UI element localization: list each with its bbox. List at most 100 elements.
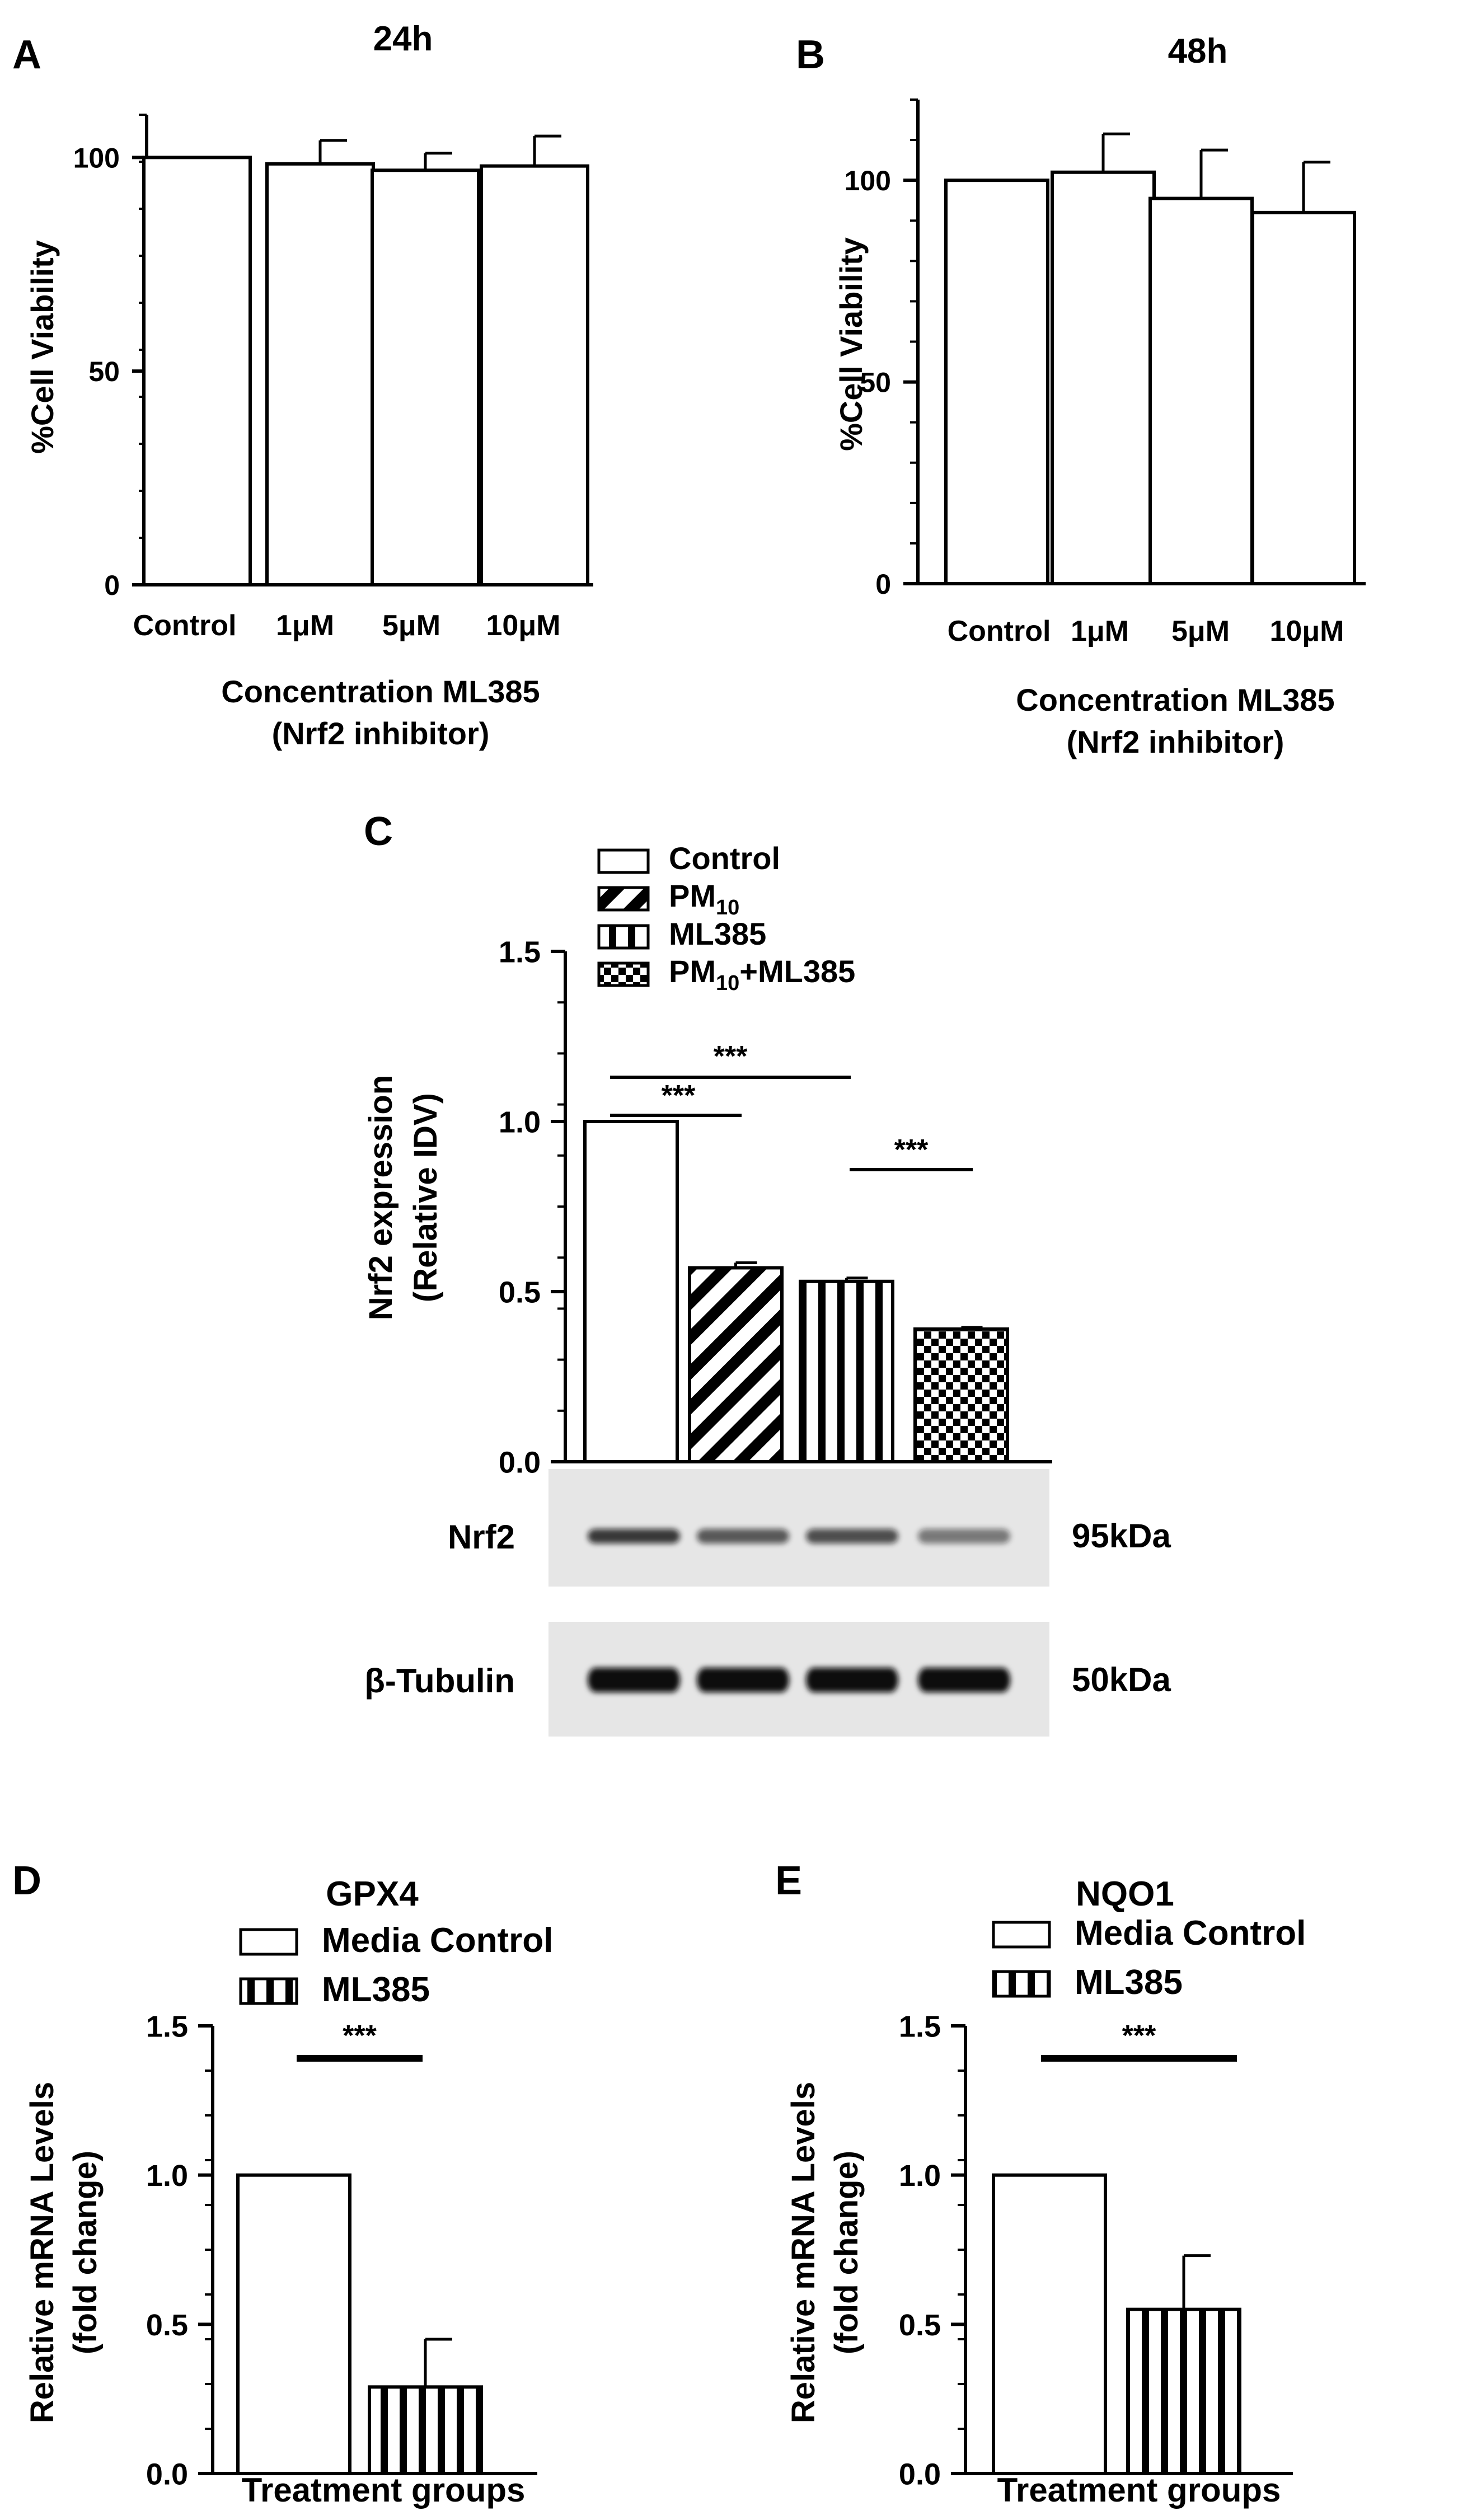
blot-band-0-1 [697, 1529, 789, 1543]
y-tick-label-e: 1.0 [899, 2159, 941, 2193]
legend-label-c-1-base: PM [669, 878, 716, 913]
y-axis-label-b: %Cell Viability [833, 237, 869, 451]
y-tick-label-d: 0.0 [146, 2457, 188, 2491]
panel-letter-e: E [775, 1859, 802, 1903]
legend-label-c-0: Control [669, 841, 780, 876]
xlabel-e: Treatment groups [997, 2471, 1281, 2509]
y-tick-label-b: 100 [845, 165, 891, 196]
y-axis-label-d-line2: (fold change) [67, 2151, 104, 2354]
significance-label-c-0: *** [714, 1040, 748, 1073]
legend-label-c-3: PM10+ML385 [669, 954, 855, 995]
bar-d-0 [236, 2173, 351, 2476]
panel-letter-a: A [12, 32, 41, 77]
blot-row-label-0: Nrf2 [448, 1518, 515, 1556]
legend-swatch-c-3 [597, 961, 650, 987]
chart-title-b: 48h [1168, 32, 1228, 71]
bar-b-2 [1148, 196, 1254, 585]
blot-band-1-0 [588, 1668, 680, 1692]
bar-c-3 [913, 1327, 1009, 1463]
y-tick-label-d: 0.5 [146, 2308, 188, 2342]
panel-letter-c: C [364, 809, 393, 854]
legend-label-c-3-rest: +ML385 [739, 954, 855, 989]
blot-size-label-1: 50kDa [1072, 1661, 1171, 1698]
bar-c-1 [688, 1266, 784, 1463]
blot-membrane-0 [548, 1469, 1049, 1587]
category-label-b-1: 1μM [1071, 615, 1129, 647]
bar-a-0 [142, 156, 252, 586]
legend-label-e-0: Media Control [1075, 1914, 1306, 1953]
bar-b-1 [1051, 170, 1156, 585]
y-axis-label-c-line2: (Relative IDV) [407, 1093, 444, 1302]
blot-row-label-1: β-Tubulin [364, 1662, 515, 1700]
category-label-b-2: 5μM [1171, 615, 1230, 647]
legend-label-d-1: ML385 [322, 1970, 430, 2009]
legend-label-c-0-base: Control [669, 841, 780, 876]
y-tick-label-e: 0.5 [899, 2308, 941, 2342]
legend-label-c-3-sub: 10 [716, 972, 739, 995]
y-tick-label-e: 1.5 [899, 2010, 941, 2043]
chart-title-d: GPX4 [326, 1875, 419, 1913]
category-label-a-2: 5μM [382, 609, 440, 642]
bar-a-1 [265, 162, 375, 586]
y-axis-label-c: Nrf2 expression [363, 1075, 399, 1320]
y-tick-label-b: 50 [860, 367, 891, 398]
significance-d: *** [297, 2020, 423, 2062]
blot-band-1-3 [918, 1668, 1010, 1692]
category-label-a-1: 1μM [276, 609, 334, 642]
y-tick-label-c: 1.5 [499, 935, 541, 969]
bar-b-0 [944, 179, 1049, 585]
y-axis-label-a: %Cell Viability [25, 240, 60, 454]
y-tick-label-e: 0.0 [899, 2457, 941, 2491]
xlabel-a-line2: (Nrf2 inhibitor) [272, 716, 490, 751]
xlabel-b-line1: Concentration ML385 [1016, 682, 1334, 717]
legend-label-c-1-sub: 10 [716, 896, 739, 919]
y-tick-label-d: 1.5 [146, 2010, 188, 2043]
bar-e-0 [992, 2173, 1107, 2476]
legend-swatch-c-1 [597, 886, 650, 912]
legend-swatch-e-0 [992, 1921, 1051, 1949]
y-tick-label-a: 50 [88, 356, 120, 387]
category-label-a-3: 10μM [486, 609, 561, 642]
bar-a-3 [480, 164, 589, 586]
significance-c: *** *** *** [610, 1040, 973, 1171]
legend-swatch-e-1 [992, 1970, 1051, 1998]
legend-label-c-2: ML385 [669, 916, 766, 951]
blot-band-0-3 [918, 1529, 1010, 1543]
legend-swatch-d-1 [239, 1977, 298, 2005]
legend-label-d-0: Media Control [322, 1921, 553, 1960]
legend-label-c-1: PM10 [669, 878, 739, 919]
y-tick-label-d: 1.0 [146, 2159, 188, 2193]
chart-title-e: NQO1 [1076, 1875, 1174, 1913]
y-tick-label-c: 1.0 [499, 1105, 541, 1139]
legend-label-c-2-base: ML385 [669, 916, 766, 951]
y-tick-label-b: 0 [875, 569, 891, 600]
bar-e-1 [1126, 2307, 1241, 2475]
bar-c-0 [583, 1120, 679, 1463]
y-axis-label-d: Relative mRNA Levels [24, 2082, 60, 2423]
significance-label-c-2: *** [894, 1134, 929, 1166]
y-tick-label-c: 0.5 [499, 1275, 541, 1309]
blot-size-label-0: 95kDa [1072, 1517, 1171, 1555]
chart-title-a: 24h [373, 20, 433, 58]
blot-band-1-1 [697, 1668, 789, 1692]
legend-label-c-3-base: PM [669, 954, 716, 989]
blot-band-0-0 [588, 1529, 680, 1543]
blot-band-0-2 [806, 1529, 898, 1543]
significance-label-d: *** [343, 2020, 377, 2052]
significance-label-c-1: *** [662, 1080, 696, 1112]
legend-swatch-d-0 [239, 1928, 298, 1956]
category-label-b-0: Control [948, 615, 1051, 647]
y-axis-label-e: Relative mRNA Levels [785, 2082, 822, 2423]
y-tick-label-c: 0.0 [499, 1446, 541, 1479]
panel-letter-b: B [796, 32, 825, 77]
